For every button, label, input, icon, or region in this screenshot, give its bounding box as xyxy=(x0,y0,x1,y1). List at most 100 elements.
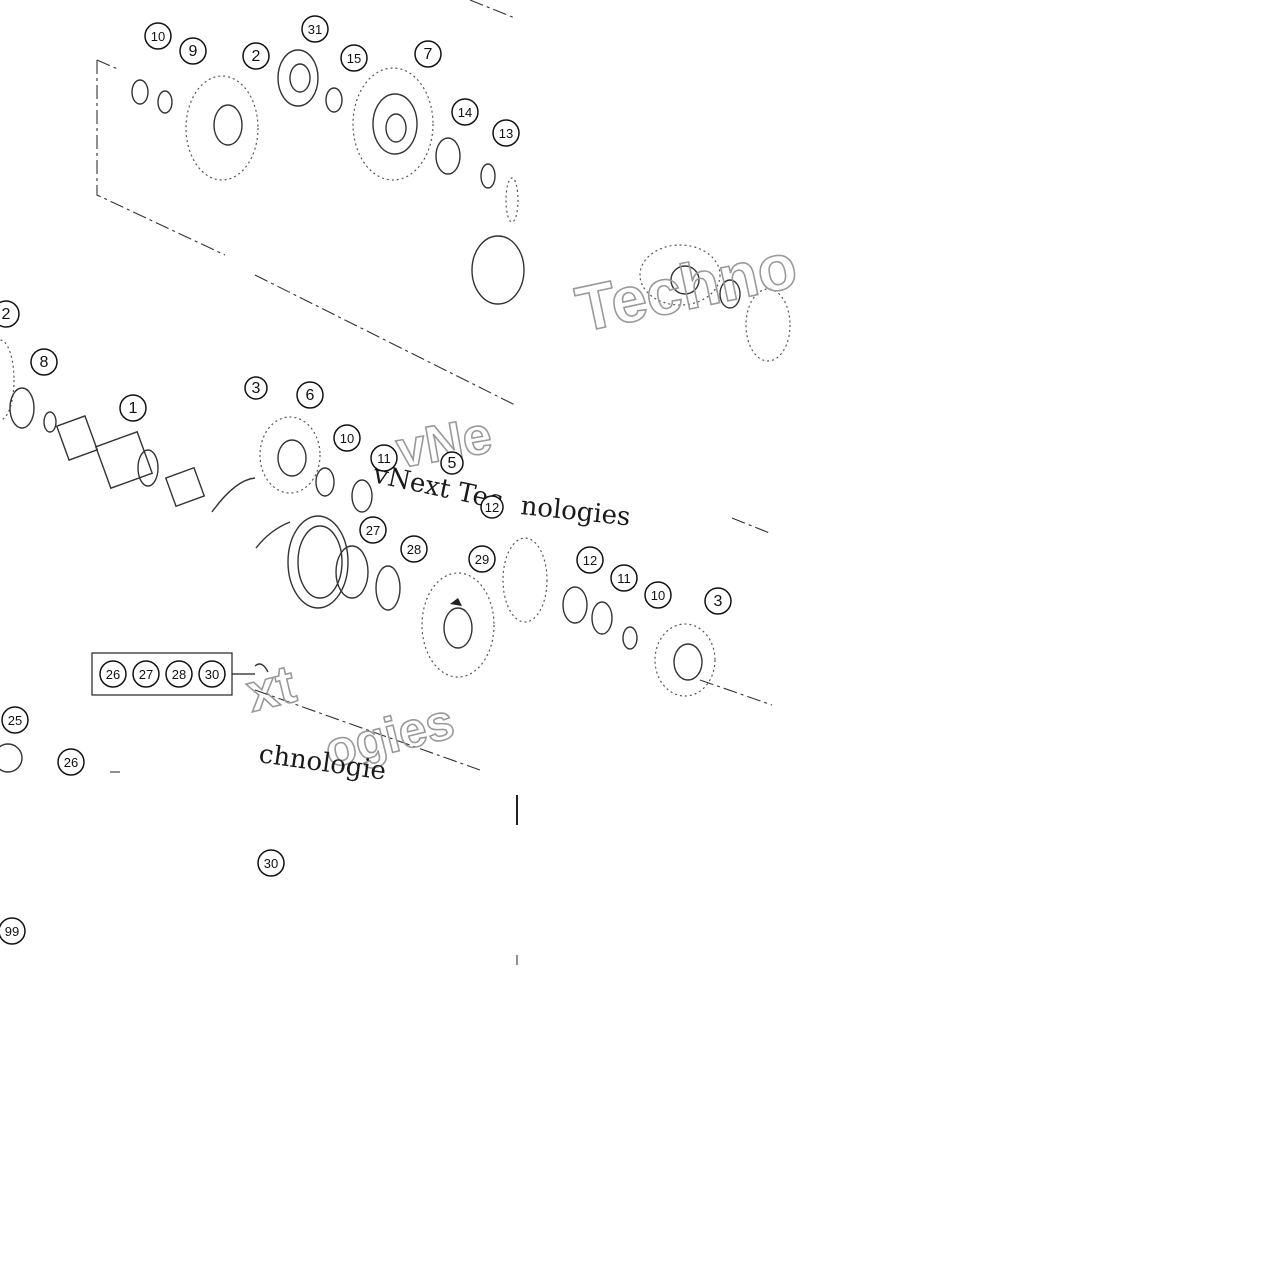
kit-box-target xyxy=(254,663,269,673)
gear-6 xyxy=(259,416,321,494)
shaft-collar xyxy=(137,449,159,487)
kit-item-28: 28 xyxy=(165,660,193,688)
callout-circle xyxy=(704,587,732,615)
ring-28 xyxy=(335,545,369,599)
watermark-text-c: nologies xyxy=(519,491,632,532)
callout-label: 28 xyxy=(407,542,421,557)
callout-10: 10 xyxy=(644,581,672,609)
circlip xyxy=(157,90,173,114)
shaft-spline-2 xyxy=(94,430,154,490)
callout-label: 7 xyxy=(424,46,433,63)
callout-label: 2 xyxy=(252,48,261,65)
callout-31: 31 xyxy=(301,15,329,43)
bushing-31 xyxy=(277,49,319,107)
callout-12: 12 xyxy=(480,495,504,519)
watermark-text-a: Techno xyxy=(570,229,803,346)
spacer xyxy=(375,565,401,611)
panel-right-top: Techno xyxy=(471,228,804,362)
callout-30: 30 xyxy=(257,849,285,877)
bushing-14 xyxy=(435,137,461,175)
gear-edge-left xyxy=(0,339,15,421)
callout-label: 12 xyxy=(485,500,499,515)
kit-item-circle xyxy=(165,660,193,688)
callout-circle xyxy=(440,451,464,475)
kit-item-30: 30 xyxy=(198,660,226,688)
bushing-31-bore xyxy=(289,63,311,93)
gear-7 xyxy=(352,67,434,181)
callout-label: 10 xyxy=(151,29,165,44)
callout-label: 99 xyxy=(5,924,19,939)
callout-label: 27 xyxy=(366,523,380,538)
gear-2 xyxy=(185,75,259,181)
callout-label: 25 xyxy=(8,713,22,728)
callout-circle xyxy=(1,706,29,734)
gear-29 xyxy=(421,572,495,678)
bushing-8 xyxy=(9,387,35,429)
callout-label: 6 xyxy=(306,387,315,404)
gear-edge xyxy=(505,177,519,223)
callout-13: 13 xyxy=(492,119,520,147)
axis-line xyxy=(469,0,516,19)
callout-10: 10 xyxy=(144,22,172,50)
callout-circle xyxy=(244,376,268,400)
callout-circle xyxy=(370,444,398,472)
callout-27: 27 xyxy=(359,516,387,544)
callout-10: 10 xyxy=(333,424,361,452)
callout-label: 11 xyxy=(377,451,391,466)
kit-item-label: 30 xyxy=(205,667,219,682)
callout-circle xyxy=(480,495,504,519)
shaft-spline-1 xyxy=(55,415,99,461)
bearing-27-inner xyxy=(297,525,343,599)
callout-circle xyxy=(257,849,285,877)
kit-item-26: 26 xyxy=(99,660,127,688)
shaft-end xyxy=(164,466,206,508)
axis-line-lower xyxy=(254,689,481,771)
gear-6-bore xyxy=(277,439,307,477)
bushing-12 xyxy=(562,586,588,624)
gear-edge xyxy=(502,537,548,623)
callout-label: 10 xyxy=(340,431,354,446)
washer xyxy=(43,411,57,433)
callout-29: 29 xyxy=(468,545,496,573)
callout-11: 11 xyxy=(370,444,398,472)
callout-label: 15 xyxy=(347,51,361,66)
callout-circle xyxy=(400,535,428,563)
kit-item-circle xyxy=(99,660,127,688)
gear-29-bore xyxy=(443,607,473,649)
callout-99: 99 xyxy=(0,917,26,945)
callout-15: 15 xyxy=(340,44,368,72)
washer-10 xyxy=(315,467,335,497)
callout-label: 8 xyxy=(40,354,49,371)
callout-label: 26 xyxy=(64,755,78,770)
callout-label: 3 xyxy=(252,380,261,397)
callout-label: 29 xyxy=(475,552,489,567)
panel-lower-left xyxy=(0,652,269,773)
washer-13 xyxy=(480,163,496,189)
panel-top-left xyxy=(96,0,519,256)
callout-circle xyxy=(340,44,368,72)
assembly-outline-top xyxy=(96,59,121,71)
callout-11: 11 xyxy=(610,564,638,592)
circlip-11 xyxy=(591,601,613,635)
callout-2: 2 xyxy=(0,300,20,328)
gear-2-bore xyxy=(213,104,243,146)
callout-label: 30 xyxy=(264,856,278,871)
callout-circle xyxy=(0,300,20,328)
watermark-text-d: xt xyxy=(240,654,301,724)
callout-label: 13 xyxy=(499,126,513,141)
callout-label: 10 xyxy=(651,588,665,603)
callout-circle xyxy=(576,546,604,574)
gear-3 xyxy=(654,623,716,697)
callout-label: 9 xyxy=(189,43,198,60)
callout-circle xyxy=(451,98,479,126)
callout-circle xyxy=(644,581,672,609)
circlip-11 xyxy=(351,479,373,513)
gear-7-hub xyxy=(372,93,418,155)
assembly-outline xyxy=(96,60,226,256)
callout-circle xyxy=(119,394,147,422)
callout-28: 28 xyxy=(400,535,428,563)
callout-circle xyxy=(296,381,324,409)
callout-circle xyxy=(57,748,85,776)
